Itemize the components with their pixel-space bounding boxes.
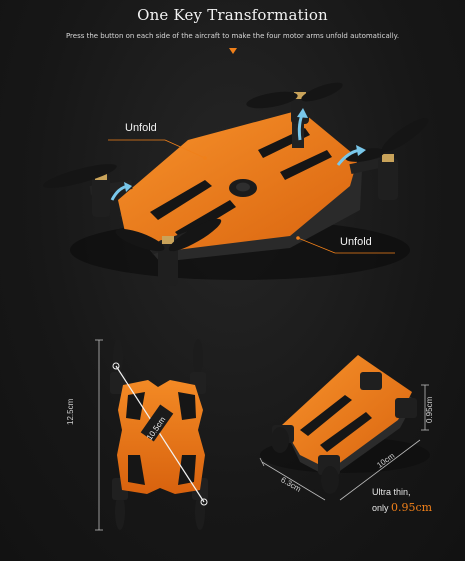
drone-folded-perspective [259, 355, 430, 501]
ultra-thin-line2: only 0.95cm [372, 500, 432, 516]
ultra-thin-prefix: only [372, 503, 392, 513]
drone-folded-top-view [95, 339, 208, 531]
height-dimension-label: 12.5cm [66, 398, 75, 425]
down-arrow-icon [229, 48, 237, 54]
page-subtitle: Press the button on each side of the air… [65, 32, 400, 40]
ultra-thin-line1: Ultra thin, [372, 487, 411, 497]
ultra-thin-caption: Ultra thin, only 0.95cm [372, 485, 432, 516]
drone-unfolded [43, 82, 429, 286]
unfold-label-bottom: Unfold [340, 236, 372, 248]
thickness-dimension-label: 0.95cm [425, 396, 434, 423]
unfold-label-top: Unfold [125, 122, 157, 134]
callout-line [297, 237, 336, 254]
ultra-thin-value: 0.95cm [391, 501, 433, 514]
page-title: One Key Transformation [137, 6, 328, 24]
